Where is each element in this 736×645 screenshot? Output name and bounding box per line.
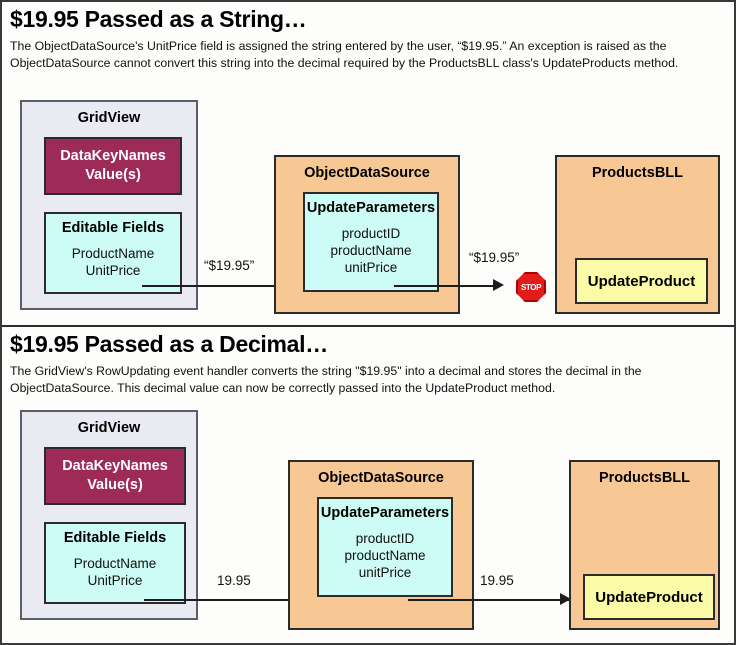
gridview-title-2: GridView bbox=[77, 420, 141, 436]
update-param-1c: unitPrice bbox=[344, 260, 398, 275]
stop-sign-label: STOP bbox=[520, 282, 542, 292]
update-param-1a: productID bbox=[341, 226, 401, 241]
section-1-description: The ObjectDataSource's UnitPrice field i… bbox=[10, 39, 679, 70]
connector-arrow-1b bbox=[493, 279, 504, 291]
objectdatasource-box-1: ObjectDataSource UpdateParameters produc… bbox=[274, 155, 460, 314]
section-2-description: The GridView's RowUpdating event handler… bbox=[10, 364, 642, 395]
stop-sign-icon: STOP bbox=[516, 272, 546, 302]
section-decimal-case: $19.95 Passed as a Decimal… The GridView… bbox=[2, 327, 734, 643]
connector-line-1a bbox=[142, 285, 330, 287]
section-string-case: $19.95 Passed as a String… The ObjectDat… bbox=[2, 2, 734, 327]
updateproduct-box-2: UpdateProduct bbox=[583, 574, 715, 620]
gridview-box-1: GridView DataKeyNames Value(s) Editable … bbox=[20, 100, 198, 310]
editable-field-2b: UnitPrice bbox=[87, 573, 143, 588]
objectdatasource-box-2: ObjectDataSource UpdateParameters produc… bbox=[288, 460, 474, 630]
datakeynames-box-2: DataKeyNames Value(s) bbox=[44, 447, 186, 505]
datakeynames-line2: Value(s) bbox=[85, 167, 141, 183]
updateparameters-box-2: UpdateParameters productID productName u… bbox=[317, 497, 453, 597]
editable-field-1b: UnitPrice bbox=[85, 263, 141, 278]
editable-fields-box-1: Editable Fields ProductName UnitPrice bbox=[44, 212, 182, 294]
objectdatasource-title-1: ObjectDataSource bbox=[304, 165, 430, 181]
datakeynames-box-1: DataKeyNames Value(s) bbox=[44, 137, 182, 195]
arrow-label-2a: 19.95 bbox=[217, 573, 251, 588]
updateparameters-title-2: UpdateParameters bbox=[320, 505, 450, 521]
productsbll-box-2: ProductsBLL UpdateProduct bbox=[569, 460, 720, 630]
section-1-title: $19.95 Passed as a String… bbox=[10, 6, 307, 32]
arrow-label-2b: 19.95 bbox=[480, 573, 514, 588]
gridview-box-2: GridView DataKeyNames Value(s) Editable … bbox=[20, 410, 198, 620]
editable-fields-box-2: Editable Fields ProductName UnitPrice bbox=[44, 522, 186, 604]
datakeynames-line1-2: DataKeyNames bbox=[62, 458, 168, 474]
arrow-label-1a: “$19.95” bbox=[204, 258, 255, 273]
editable-field-2a: ProductName bbox=[73, 556, 157, 571]
objectdatasource-title-2: ObjectDataSource bbox=[318, 470, 444, 486]
productsbll-title-2: ProductsBLL bbox=[598, 470, 691, 486]
section-2-title: $19.95 Passed as a Decimal… bbox=[10, 331, 328, 357]
gridview-title-1: GridView bbox=[77, 110, 141, 126]
editable-fields-title-1: Editable Fields bbox=[61, 220, 165, 236]
editable-field-1a: ProductName bbox=[71, 246, 155, 261]
editable-fields-title-2: Editable Fields bbox=[63, 530, 167, 546]
datakeynames-line2-2: Value(s) bbox=[87, 477, 143, 493]
update-param-2a: productID bbox=[355, 531, 415, 546]
updateparameters-title-1: UpdateParameters bbox=[306, 200, 436, 216]
connector-arrow-2b bbox=[560, 593, 571, 605]
productsbll-box-1: ProductsBLL UpdateProduct bbox=[555, 155, 720, 314]
update-param-2b: productName bbox=[344, 548, 426, 563]
productsbll-title-1: ProductsBLL bbox=[591, 165, 684, 181]
connector-line-2a bbox=[144, 599, 344, 601]
datakeynames-line1: DataKeyNames bbox=[60, 148, 166, 164]
updateproduct-box-1: UpdateProduct bbox=[575, 258, 708, 304]
arrow-label-1b: “$19.95” bbox=[469, 250, 520, 265]
connector-line-2b bbox=[408, 599, 574, 601]
updateparameters-box-1: UpdateParameters productID productName u… bbox=[303, 192, 439, 292]
update-param-1b: productName bbox=[330, 243, 412, 258]
update-param-2c: unitPrice bbox=[358, 565, 412, 580]
connector-line-1b bbox=[394, 285, 496, 287]
